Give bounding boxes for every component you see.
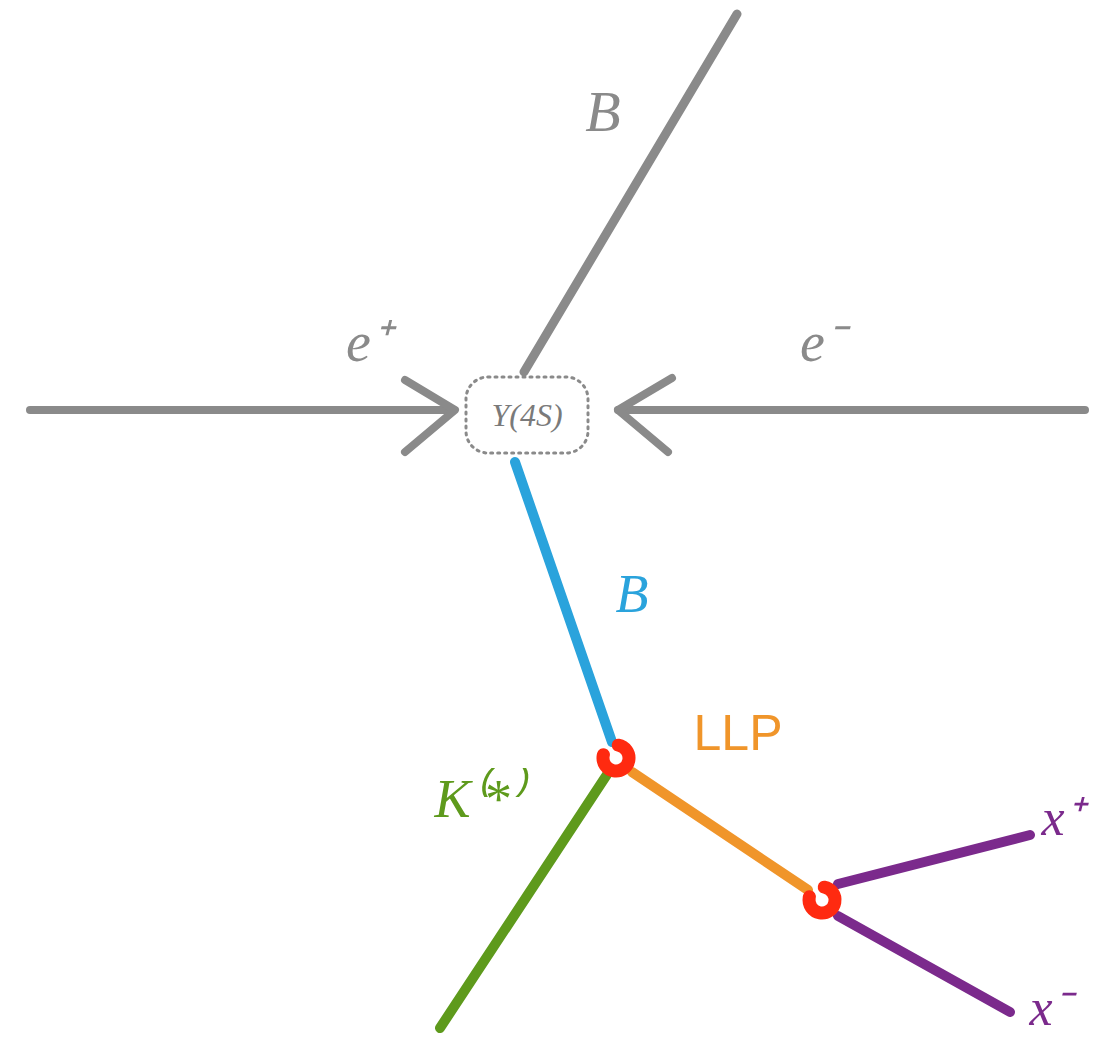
resonance-box: Υ(4S) bbox=[464, 375, 590, 455]
decay-vertex bbox=[601, 743, 631, 773]
daughter-track bbox=[838, 916, 1010, 1012]
arrow-head bbox=[618, 378, 672, 452]
resonance-label: Υ(4S) bbox=[491, 397, 562, 434]
dotted-outline bbox=[466, 377, 588, 453]
b-meson-track bbox=[524, 14, 737, 372]
particle-label: B bbox=[585, 80, 620, 144]
llp-track bbox=[632, 772, 808, 890]
particle-label: x⁺ bbox=[1041, 789, 1082, 846]
decay-vertex bbox=[807, 885, 837, 915]
b-meson-track bbox=[515, 462, 612, 742]
particle-label: B bbox=[616, 565, 649, 624]
beam-label: e⁻ bbox=[800, 312, 844, 374]
beam-label: e⁺ bbox=[346, 312, 390, 374]
daughter-track bbox=[838, 835, 1030, 884]
particle-label: K⁽*⁾ bbox=[434, 770, 521, 829]
electron-beam bbox=[618, 406, 1085, 414]
positron-beam bbox=[30, 406, 452, 414]
particle-label: LLP bbox=[694, 706, 783, 761]
particle-label: x⁻ bbox=[1029, 979, 1070, 1036]
arrow-head bbox=[405, 380, 455, 452]
